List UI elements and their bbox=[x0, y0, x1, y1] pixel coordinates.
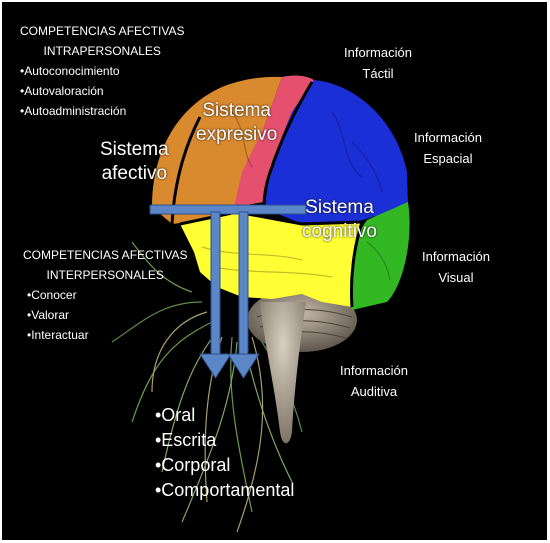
region-cognitive bbox=[264, 80, 408, 227]
flow-arrows bbox=[149, 204, 307, 379]
intrapersonal-title-line1: COMPETENCIAS AFECTIVAS bbox=[20, 24, 185, 38]
output-item: •Escrita bbox=[155, 430, 217, 450]
intrapersonal-item: •Autoconocimiento bbox=[20, 64, 120, 78]
label-info-auditiva: Información Auditiva bbox=[340, 363, 408, 399]
interpersonal-item: •Valorar bbox=[27, 308, 69, 322]
interpersonal-item: •Interactuar bbox=[27, 328, 89, 342]
intrapersonal-item: •Autoadministración bbox=[20, 104, 127, 118]
interpersonal-title-line1: COMPETENCIAS AFECTIVAS bbox=[23, 248, 188, 262]
output-item: •Comportamental bbox=[155, 480, 295, 500]
intrapersonal-title-line2: INTRAPERSONALES bbox=[43, 44, 161, 58]
region-affective bbox=[152, 76, 282, 224]
label-info-espacial: Información Espacial bbox=[414, 130, 482, 166]
label-sistema-cognitivo: Sistema cognitivo bbox=[302, 197, 377, 242]
label-sistema-expresivo: Sistema expresivo bbox=[196, 100, 278, 145]
brainstem bbox=[260, 302, 306, 444]
region-temporal bbox=[180, 212, 362, 307]
label-sistema-afectivo: Sistema afectivo bbox=[100, 139, 169, 184]
intrapersonal-block: COMPETENCIAS AFECTIVAS INTRAPERSONALES •… bbox=[20, 21, 184, 121]
label-info-visual: Información Visual bbox=[422, 249, 490, 285]
interpersonal-title-line2: INTERPERSONALES bbox=[46, 268, 164, 282]
output-list: •Oral •Escrita •Corporal •Comportamental bbox=[155, 403, 294, 503]
output-item: •Oral bbox=[155, 405, 196, 425]
region-occipital bbox=[347, 202, 410, 310]
output-item: •Corporal bbox=[155, 455, 231, 475]
interpersonal-item: •Conocer bbox=[27, 288, 77, 302]
intrapersonal-item: •Autovaloración bbox=[20, 84, 104, 98]
label-info-tactil: Información Táctil bbox=[344, 45, 412, 81]
region-expressive bbox=[234, 75, 314, 207]
interpersonal-block: COMPETENCIAS AFECTIVAS INTERPERSONALES •… bbox=[23, 245, 187, 345]
